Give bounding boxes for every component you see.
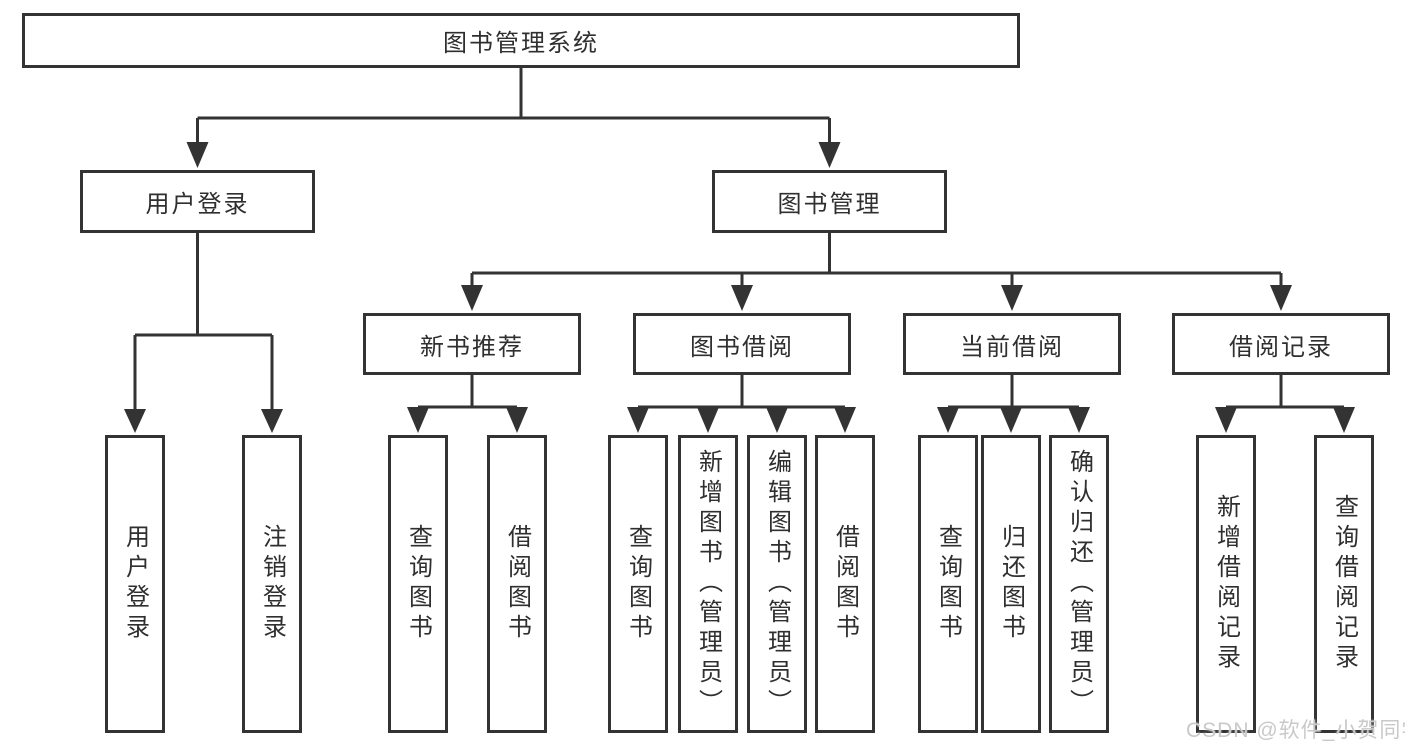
node-new-book-recommend: 新书推荐 bbox=[363, 313, 581, 375]
leaf-add-book-admin: 新增图书（管理员） bbox=[678, 435, 738, 733]
node-library-management-system: 图书管理系统 bbox=[22, 13, 1020, 68]
node-book-management: 图书管理 bbox=[712, 170, 947, 233]
leaf-confirm-return-admin: 确认归还（管理员） bbox=[1049, 435, 1109, 733]
csdn-watermark: CSDN @软件_小贺同学 bbox=[1186, 719, 1405, 742]
node-book-borrowing: 图书借阅 bbox=[633, 313, 851, 375]
node-user-login: 用户登录 bbox=[80, 170, 315, 233]
leaf-return-book: 归还图书 bbox=[981, 435, 1041, 733]
leaf-add-borrow-record: 新增借阅记录 bbox=[1196, 435, 1256, 733]
arrowheads bbox=[124, 142, 1355, 433]
leaf-user-login: 用户登录 bbox=[105, 435, 165, 733]
leaf-edit-book-admin: 编辑图书（管理员） bbox=[747, 435, 807, 733]
leaf-query-borrow-record: 查询借阅记录 bbox=[1314, 435, 1374, 733]
leaf-query-books-borrowing: 查询图书 bbox=[608, 435, 668, 733]
leaf-query-books-recommend: 查询图书 bbox=[388, 435, 448, 733]
leaf-query-books-current: 查询图书 bbox=[918, 435, 978, 733]
node-borrowing-records: 借阅记录 bbox=[1172, 313, 1390, 375]
leaf-borrow-books-borrowing: 借阅图书 bbox=[815, 435, 875, 733]
leaf-logout: 注销登录 bbox=[242, 435, 302, 733]
leaf-borrow-books-recommend: 借阅图书 bbox=[487, 435, 547, 733]
node-current-borrowing: 当前借阅 bbox=[903, 313, 1121, 375]
